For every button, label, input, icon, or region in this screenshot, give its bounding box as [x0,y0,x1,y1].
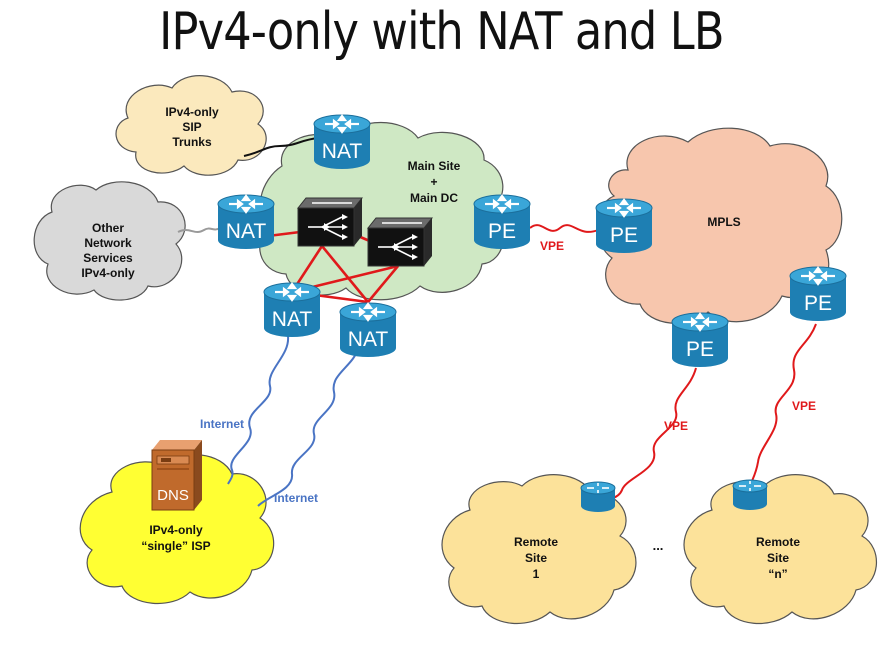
router-remote-site-n [732,479,768,511]
sip-link [243,137,319,157]
internet-label-1: Internet [200,417,244,431]
svg-text:Network: Network [84,236,132,250]
pe-label: PE [686,338,714,361]
ellipsis-label: ... [653,538,664,553]
svg-text:Other: Other [92,221,124,235]
pe-router-main: PE [472,193,532,251]
internet-label-2: Internet [274,491,318,505]
other-services-label: Other Network Services IPv4-only [81,221,135,280]
nat-router-internet-1: NAT [262,281,322,339]
nat-label: NAT [322,140,363,163]
svg-text:Main Site: Main Site [408,159,461,173]
pe-router-mpls-right: PE [788,265,848,323]
other-services-link [177,227,221,233]
dns-server-icon: DNS [151,440,202,511]
remote-site-n-cloud [683,474,877,625]
vpe-label-remote-1: VPE [664,419,688,433]
svg-text:Main DC: Main DC [410,191,458,205]
router-remote-site-1 [580,481,616,513]
svg-text:Trunks: Trunks [172,135,212,149]
svg-text:1: 1 [533,567,540,581]
svg-text:SIP: SIP [182,120,201,134]
page-title: IPv4-only with NAT and LB [159,2,724,62]
pe-label: PE [804,292,832,315]
vpe-link-main [529,224,599,233]
pe-router-mpls-left: PE [594,197,654,255]
remote-site-1-cloud [441,474,637,625]
mpls-label: MPLS [707,215,740,229]
svg-text:Site: Site [525,551,547,565]
svg-text:IPv4-only: IPv4-only [149,523,203,537]
vpe-link-remote-n [749,323,817,487]
svg-text:Remote: Remote [514,535,558,549]
nat-label: NAT [272,308,313,331]
isp-label: IPv4-only “single” ISP [141,523,210,553]
nat-label: NAT [226,220,267,243]
svg-text:Services: Services [83,251,133,265]
other-services-cloud [33,181,186,301]
load-balancer-2 [367,217,433,267]
svg-text:“single” ISP: “single” ISP [141,539,210,553]
remote-site-1-label: Remote Site 1 [514,535,558,581]
dns-label: DNS [157,487,189,504]
vpe-link-remote-1 [597,367,697,501]
main-site-cloud [259,122,505,301]
sip-trunks-label: IPv4-only SIP Trunks [165,105,219,149]
pe-label: PE [610,224,638,247]
nat-router-internet-2: NAT [338,301,398,359]
svg-text:IPv4-only: IPv4-only [165,105,219,119]
pe-label: PE [488,220,516,243]
main-site-label: Main Site + Main DC [408,159,461,205]
sip-trunks-cloud [115,75,267,176]
vpe-label-remote-n: VPE [792,399,816,413]
nat-router-sip: NAT [312,113,372,171]
svg-text:IPv4-only: IPv4-only [81,266,135,280]
load-balancer-1 [297,197,363,247]
svg-text:“n”: “n” [768,567,787,581]
remote-site-n-label: Remote Site “n” [756,535,800,581]
internet-link-1 [227,335,290,485]
svg-text:Remote: Remote [756,535,800,549]
internet-link-2 [257,347,359,507]
pe-router-mpls-bottom: PE [670,311,730,369]
svg-text:Site: Site [767,551,789,565]
vpe-label-main: VPE [540,239,564,253]
nat-router-other: NAT [216,193,276,251]
nat-label: NAT [348,328,389,351]
svg-text:+: + [430,175,437,189]
